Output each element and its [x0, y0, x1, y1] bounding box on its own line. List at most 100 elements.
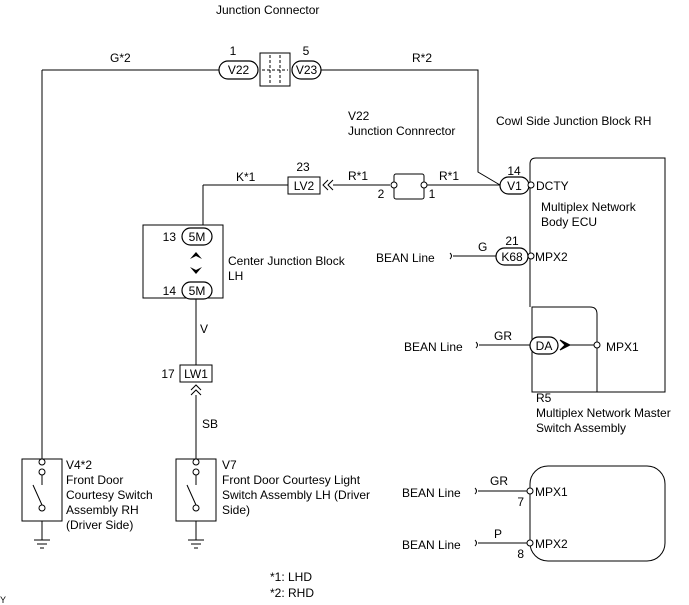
switch-v7-label: V7 — [222, 458, 237, 472]
wire-gr-label: GR — [494, 329, 512, 343]
connector-k68-label: K68 — [501, 250, 523, 264]
ground-symbol — [34, 521, 50, 549]
connector-v1-label: V1 — [507, 179, 522, 193]
cowl-junction-title: Cowl Side Junction Block RH — [496, 114, 651, 128]
switch-v7-box — [175, 458, 217, 522]
connector-lw1 — [179, 364, 213, 383]
v22-junction-label: V22 — [348, 109, 370, 123]
r5-label: Multiplex Network Master — [536, 406, 671, 420]
r5-label: R5 — [536, 391, 552, 405]
wire-g2-label: G*2 — [110, 51, 131, 65]
bean-line-label-4: BEAN Line — [402, 538, 461, 552]
master-pin-8: 8 — [517, 547, 524, 561]
junction-pin-left: 2 — [378, 187, 385, 201]
switch-v7-label: Front Door Courtesy Light — [222, 473, 361, 487]
switch-v4-label: Courtesy Switch — [66, 488, 153, 502]
connector-da-label: DA — [536, 339, 553, 353]
footnote-rhd: *2: RHD — [270, 586, 314, 600]
wire-sb-label: SB — [202, 417, 218, 431]
wire-gr-2-label: GR — [490, 474, 508, 488]
wire-bean-p — [474, 539, 527, 547]
wire-r2-label: R*2 — [412, 51, 432, 65]
wire-bean-g — [449, 252, 496, 260]
switch-v4-box — [21, 458, 63, 522]
wire-k1-label: K*1 — [236, 170, 256, 184]
cjb-label: Center Junction Block — [228, 254, 346, 268]
junction-connector-title: Junction Connector — [216, 3, 319, 17]
pin-dcty: DCTY — [536, 179, 569, 193]
cjb-label: LH — [228, 269, 243, 283]
connector-lv2-plug — [322, 179, 334, 191]
connector-lw1-label: LW1 — [184, 367, 208, 381]
connector-5m-top-pin: 13 — [163, 230, 177, 244]
wire-p-label: P — [494, 527, 502, 541]
r5-label: Switch Assembly — [536, 421, 626, 435]
connector-5m-bottom — [181, 281, 213, 300]
switch-v7-symbol — [186, 475, 197, 506]
master-pin-mpx1: MPX1 — [535, 485, 568, 499]
connector-k68-pin: 21 — [505, 234, 519, 248]
connector-v22-pin: 1 — [230, 44, 237, 58]
connector-v22-label: V22 — [228, 63, 250, 77]
wire-g-label: G — [478, 240, 487, 254]
switch-v4-contact — [38, 468, 46, 476]
ecu-label: Multiplex Network — [541, 200, 637, 214]
master-terminal-mpx1 — [526, 487, 534, 495]
connector-5m-bottom-pin: 14 — [163, 284, 177, 298]
ecu-terminal-mpx2 — [527, 252, 535, 260]
master-switch-box — [529, 465, 666, 562]
switch-v4-label: Assembly RH — [66, 503, 139, 517]
connector-v23-label: V23 — [296, 63, 318, 77]
connector-5m-top — [181, 227, 213, 246]
bean-line-label-2: BEAN Line — [404, 340, 463, 354]
switch-v4-contact — [38, 504, 46, 512]
connector-da — [529, 336, 559, 355]
ecu-terminal-mpx1 — [593, 341, 601, 349]
wire-r2 — [321, 69, 501, 186]
switch-v7-terminal — [192, 458, 200, 466]
connector-lw1-pin: 17 — [161, 367, 175, 381]
switch-v7-label: Side) — [222, 503, 250, 517]
switch-v4-terminal — [38, 458, 46, 466]
footnote-lhd: *1: LHD — [270, 570, 312, 584]
pin-mpx2: MPX2 — [535, 250, 568, 264]
switch-v4-label: Front Door — [66, 473, 123, 487]
ecu-terminal-dcty — [527, 181, 535, 189]
junction-pin-right: 1 — [429, 187, 436, 201]
switch-v4-label: V4*2 — [66, 458, 92, 472]
switch-v7-contact — [192, 468, 200, 476]
wire-bean-gr — [475, 341, 530, 349]
body-ecu-box — [529, 157, 666, 393]
cjb-arrow-down — [190, 267, 202, 274]
connector-da-arrow — [559, 339, 572, 351]
junction-terminal — [420, 181, 428, 189]
connector-lv2-pin: 23 — [296, 160, 310, 174]
junction-connector-small — [393, 173, 425, 200]
connector-v23-pin: 5 — [303, 44, 310, 58]
cjb-arrow-up — [190, 252, 202, 259]
pin-mpx1: MPX1 — [606, 340, 639, 354]
master-terminal-mpx2 — [526, 539, 534, 547]
junction-terminal — [390, 181, 398, 189]
wire-bean-gr-2 — [474, 487, 527, 495]
connector-lv2 — [287, 176, 321, 195]
ecu-label: Body ECU — [541, 215, 597, 229]
ground-symbol — [188, 521, 204, 549]
connector-5m-top-label: 5M — [189, 230, 206, 244]
switch-v7-contact — [192, 504, 200, 512]
connector-v22 — [218, 60, 259, 80]
v22-junction-label: Junction Connrector — [348, 124, 455, 138]
bean-line-label-3: BEAN Line — [402, 486, 461, 500]
connector-lw1-plug — [190, 384, 202, 396]
wire-v-label: V — [200, 322, 208, 336]
connector-v23 — [291, 60, 322, 80]
bean-line-label-1: BEAN Line — [376, 251, 435, 265]
corner-mark: Y — [0, 595, 6, 605]
master-pin-mpx2: MPX2 — [535, 537, 568, 551]
connector-5m-bottom-label: 5M — [189, 284, 206, 298]
wire-r1-b-label: R*1 — [439, 169, 459, 183]
master-pin-7: 7 — [517, 495, 524, 509]
switch-v4-label: (Driver Side) — [66, 518, 133, 532]
switch-v7-label: Switch Assembly LH (Driver — [222, 488, 370, 502]
